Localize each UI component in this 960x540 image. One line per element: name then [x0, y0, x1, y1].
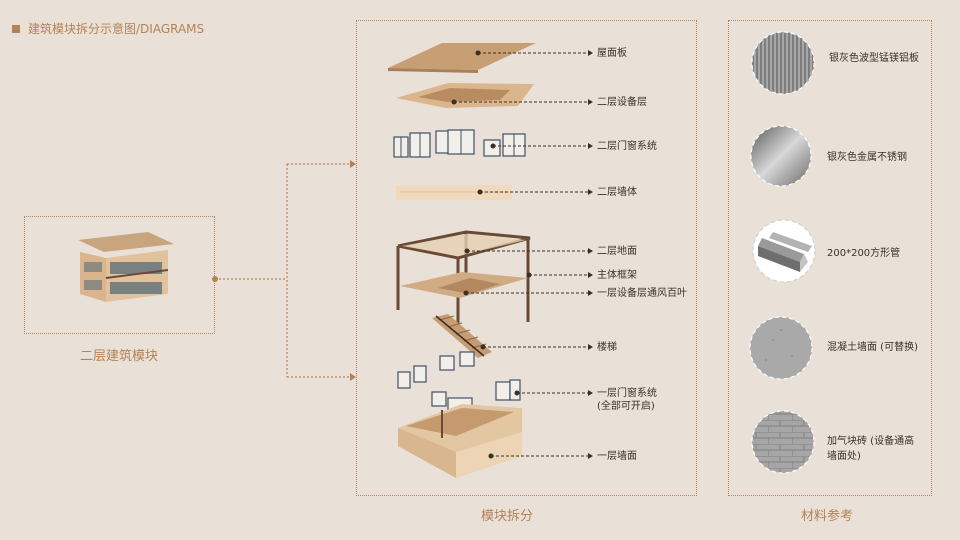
material-label-stainless: 银灰色金属不锈钢	[827, 152, 907, 163]
building-module-caption: 二层建筑模块	[80, 349, 159, 364]
label-second-floor-walls: 二层墙体	[597, 187, 637, 198]
label-second-floor-slab: 二层地面	[597, 246, 637, 257]
label-second-floor-windows: 二层门窗系统	[597, 141, 657, 152]
first-floor-windows-shape	[397, 351, 521, 417]
concrete-icon	[750, 317, 812, 379]
stainless-steel-icon	[751, 126, 811, 186]
page-title-text: 建筑模块拆分示意图/DIAGRAMS	[28, 22, 205, 36]
label-first-floor-vent: 一层设备层通风百叶	[597, 288, 687, 299]
module-breakdown-box	[356, 20, 697, 496]
label-main-frame: 主体框架	[597, 270, 637, 281]
label-stairs: 楼梯	[597, 342, 617, 353]
materials-caption: 材料参考	[801, 509, 854, 524]
material-label-aerated-brick: 加气块砖 (设备通高墙面处)	[827, 436, 915, 462]
module-breakdown-caption: 模块拆分	[481, 509, 534, 524]
materials-box	[728, 20, 932, 496]
label-first-floor-walls: 一层墙面	[597, 451, 637, 462]
corrugated-panel-icon	[752, 32, 814, 94]
label-roof-panel: 屋面板	[597, 48, 627, 59]
material-label-concrete: 混凝土墙面 (可替换)	[827, 342, 918, 353]
first-floor-walls-shape	[398, 404, 522, 478]
material-label-corrugated: 银灰色波型锰镁铝板	[829, 53, 919, 64]
aerated-brick-icon	[752, 411, 814, 473]
page-title: 建筑模块拆分示意图/DIAGRAMS	[12, 20, 204, 37]
building-module-box	[24, 216, 215, 334]
label-first-floor-windows: 一层门窗系统	[597, 388, 657, 399]
second-floor-slab-shape	[402, 234, 526, 256]
label-second-floor-equipment: 二层设备层	[597, 97, 647, 108]
roof-panel-shape	[388, 43, 536, 70]
title-square-icon	[12, 24, 20, 33]
building-module-illustration	[78, 232, 174, 302]
material-label-square-tube: 200*200方形管	[827, 248, 901, 259]
label-first-floor-windows-sub: (全部可开启)	[597, 401, 655, 412]
